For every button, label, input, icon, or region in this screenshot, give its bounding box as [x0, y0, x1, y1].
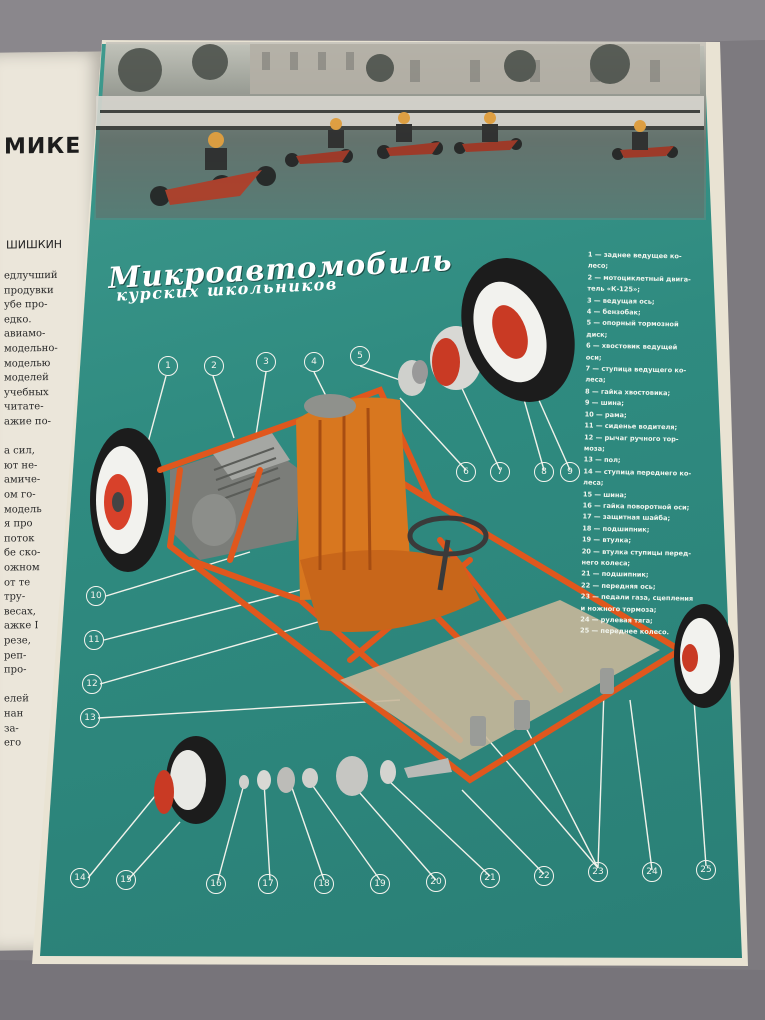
- floor-panel: [340, 600, 660, 760]
- callout-23: 23: [588, 862, 608, 882]
- callout-10: 10: [86, 586, 106, 606]
- callout-9: 9: [560, 462, 580, 482]
- callout-5: 5: [350, 346, 370, 366]
- callout-17: 17: [258, 874, 278, 894]
- callout-14: 14: [70, 868, 90, 888]
- parts-legend: 1 — заднее ведущее ко-лесо;2 — мотоцикле…: [580, 249, 738, 640]
- callout-3: 3: [256, 352, 276, 372]
- kart-5: [612, 120, 678, 160]
- seat: [296, 397, 480, 632]
- callout-11: 11: [84, 630, 104, 650]
- rear-wheel-left: [90, 428, 166, 572]
- callout-4: 4: [304, 352, 324, 372]
- callout-22: 22: [534, 866, 554, 886]
- callout-1: 1: [158, 356, 178, 376]
- kart-4: [454, 112, 522, 154]
- callout-2: 2: [204, 356, 224, 376]
- engine: [170, 430, 300, 560]
- front-wheel-right: [674, 604, 734, 708]
- callout-8: 8: [534, 462, 554, 482]
- kart-1: [150, 132, 276, 206]
- callout-15: 15: [116, 870, 136, 890]
- callout-21: 21: [480, 868, 500, 888]
- callout-16: 16: [206, 874, 226, 894]
- kart-2: [285, 118, 353, 167]
- callout-25: 25: [696, 860, 716, 880]
- callout-12: 12: [82, 674, 102, 694]
- front-wheel-exploded: [154, 736, 452, 824]
- fuel-tank: [304, 394, 356, 418]
- photo-scene: [96, 44, 704, 218]
- callout-6: 6: [456, 462, 476, 482]
- kart-3: [377, 112, 443, 159]
- callout-13: 13: [80, 708, 100, 728]
- pedals: [470, 668, 614, 746]
- callout-18: 18: [314, 874, 334, 894]
- steering-wheel: [407, 515, 489, 591]
- callout-7: 7: [490, 462, 510, 482]
- callout-24: 24: [642, 862, 662, 882]
- callout-20: 20: [426, 872, 446, 892]
- callout-19: 19: [370, 874, 390, 894]
- rear-wheel-top: [461, 258, 575, 402]
